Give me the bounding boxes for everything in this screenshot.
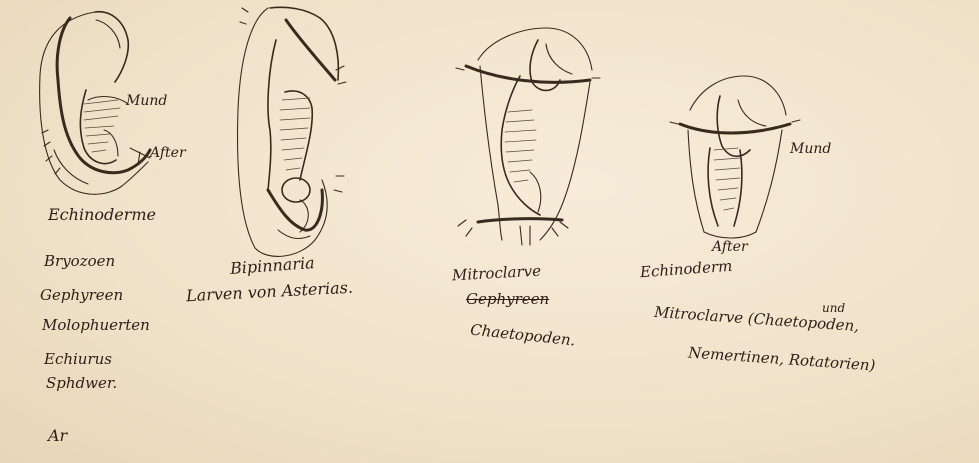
group-list-item: Bryozoen [44, 254, 115, 269]
group-list-item: Sphdwer. [46, 376, 117, 391]
fig1-anus-label: After [150, 146, 186, 160]
fig1-caption: Echinoderme [48, 207, 156, 223]
group-list-item: Molophuerten [42, 318, 150, 333]
figure-3-larva-drawing [456, 28, 600, 245]
group-list-item: Echiurus [44, 352, 112, 367]
fig1-mouth-label: Mund [126, 94, 167, 108]
fig3-caption-struck: Gephyreen [466, 292, 549, 307]
fig4-margin-word: und [822, 302, 845, 314]
group-list-item: Gephyreen [40, 288, 123, 303]
figure-2-bipinnaria-drawing [238, 7, 346, 256]
fig3-caption-line-1: Mitroclarve [452, 264, 542, 284]
fig4-anus-label: After [712, 240, 748, 254]
fig4-mouth-label: Mund [790, 142, 831, 156]
figure-4-larva-drawing [670, 76, 800, 238]
footnote-mark: Ar [48, 428, 67, 444]
